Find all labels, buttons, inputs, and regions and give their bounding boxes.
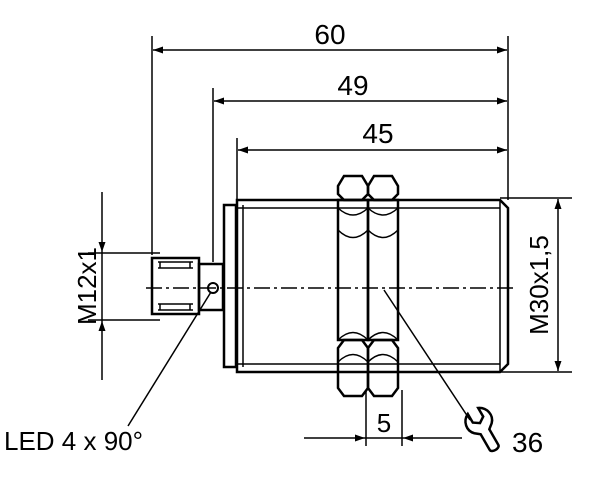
dimension-lines — [98, 46, 562, 442]
connector-plug — [150, 256, 225, 316]
label-nut-width: 5 — [377, 408, 391, 438]
label-wrench-size: 36 — [512, 427, 543, 458]
label-m12-thread: M12x1 — [72, 247, 102, 325]
label-thread-length: 45 — [362, 118, 393, 149]
wrench-leader — [383, 289, 471, 421]
extension-lines — [88, 36, 572, 446]
hex-nuts — [336, 174, 400, 398]
label-housing-length: 49 — [337, 70, 368, 101]
wrench-icon — [464, 406, 500, 453]
label-m30-thread: M30x1,5 — [524, 235, 554, 335]
sensor-body — [222, 198, 510, 374]
label-overall-length: 60 — [314, 19, 345, 50]
dimension-labels: 60 49 45 M12x1 M30x1,5 5 LED 4 x 90° 36 — [4, 19, 554, 458]
label-led-note: LED 4 x 90° — [4, 426, 143, 456]
led-leader — [127, 291, 212, 427]
